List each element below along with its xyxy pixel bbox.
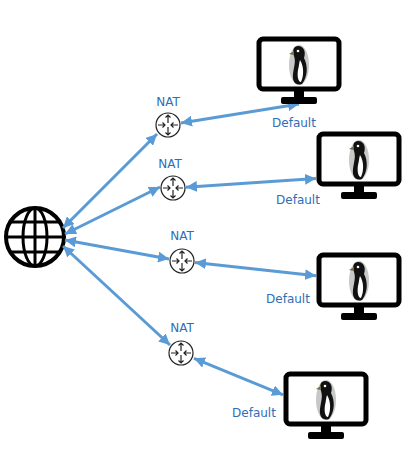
router-arrow (179, 355, 184, 363)
router-arrow (176, 186, 183, 191)
monitor-symbol (256, 36, 342, 104)
router-arrow (184, 351, 191, 356)
logo-shadow (349, 261, 369, 301)
monitor-neck (354, 184, 364, 193)
host-monitor: Default (316, 131, 402, 199)
nat-router: NAT (169, 248, 195, 274)
router-symbol (169, 248, 195, 274)
logo-belly (358, 155, 364, 177)
logo-belly (358, 276, 364, 298)
link-arrow (186, 179, 316, 188)
router-arrow (158, 123, 165, 128)
monitor-screen (286, 374, 366, 424)
logo-body (320, 381, 334, 420)
globe-parallel (6, 236, 64, 239)
monitor-base (308, 432, 344, 439)
logo-belly (298, 60, 304, 82)
monitor-symbol (316, 131, 402, 199)
link-arrow (194, 358, 283, 394)
logo-body (353, 141, 367, 180)
monitor-screen (319, 134, 399, 184)
monitor-screen (259, 39, 339, 89)
router-label: NAT (152, 320, 212, 336)
monitor-neck (294, 89, 304, 98)
logo-shadow (349, 140, 369, 180)
router-arrow (171, 190, 176, 198)
router-arrow (180, 263, 185, 271)
internet-link (63, 134, 157, 228)
internet-links (63, 134, 170, 345)
router-label: NAT (138, 94, 198, 110)
monitor-symbol (316, 252, 402, 320)
logo-belly (325, 395, 331, 417)
monitor-neck (321, 424, 331, 433)
connector-layer (181, 104, 316, 395)
host-label: Default (258, 291, 318, 307)
internet-link (63, 246, 170, 345)
router-symbol (155, 112, 181, 138)
router-label: NAT (140, 156, 200, 172)
logo-eye (297, 50, 300, 53)
host-label: Default (264, 115, 324, 131)
router-arrow (166, 127, 171, 135)
logo-body (353, 262, 367, 301)
logo-body (293, 46, 307, 85)
host-label: Default (224, 405, 284, 421)
router-outline (161, 176, 185, 200)
monitor-neck (354, 305, 364, 314)
logo-beak (289, 51, 294, 55)
monitor-base (341, 313, 377, 320)
logo-eye (324, 385, 327, 388)
router-arrow (179, 343, 184, 351)
globe-parallel (10, 251, 60, 254)
router-outline (170, 249, 194, 273)
globe-parallel (10, 221, 60, 224)
router-arrow (180, 251, 185, 259)
logo-beak (349, 267, 354, 271)
router-symbol (160, 175, 186, 201)
logo-eye (357, 266, 360, 269)
monitor-base (341, 192, 377, 199)
host-label: Default (268, 192, 328, 208)
monitor-base (281, 97, 317, 104)
router-arrow (185, 259, 192, 264)
router-label: NAT (152, 228, 212, 244)
router-outline (169, 341, 193, 365)
internet-link (65, 187, 160, 234)
globe-symbol (6, 208, 64, 266)
logo-eye (357, 145, 360, 148)
host-monitor: Default (316, 252, 402, 320)
globe-outline (6, 208, 64, 266)
router-arrow (171, 351, 178, 356)
host-monitor: Default (283, 371, 369, 439)
nat-router: NAT (168, 340, 194, 366)
monitor-symbol (283, 371, 369, 439)
router-outline (156, 113, 180, 137)
logo-beak (349, 146, 354, 150)
router-arrow (171, 178, 176, 186)
router-arrow (171, 123, 178, 128)
nat-router: NAT (155, 112, 181, 138)
logo-shadow (316, 380, 336, 420)
monitor-screen (319, 255, 399, 305)
host-monitor: Default (256, 36, 342, 104)
nat-router: NAT (160, 175, 186, 201)
router-arrow (163, 186, 170, 191)
internet-link (65, 240, 169, 259)
router-arrow (166, 115, 171, 123)
logo-shadow (289, 45, 309, 85)
router-arrow (172, 259, 179, 264)
router-symbol (168, 340, 194, 366)
link-arrow (195, 262, 316, 275)
logo-beak (316, 386, 321, 390)
